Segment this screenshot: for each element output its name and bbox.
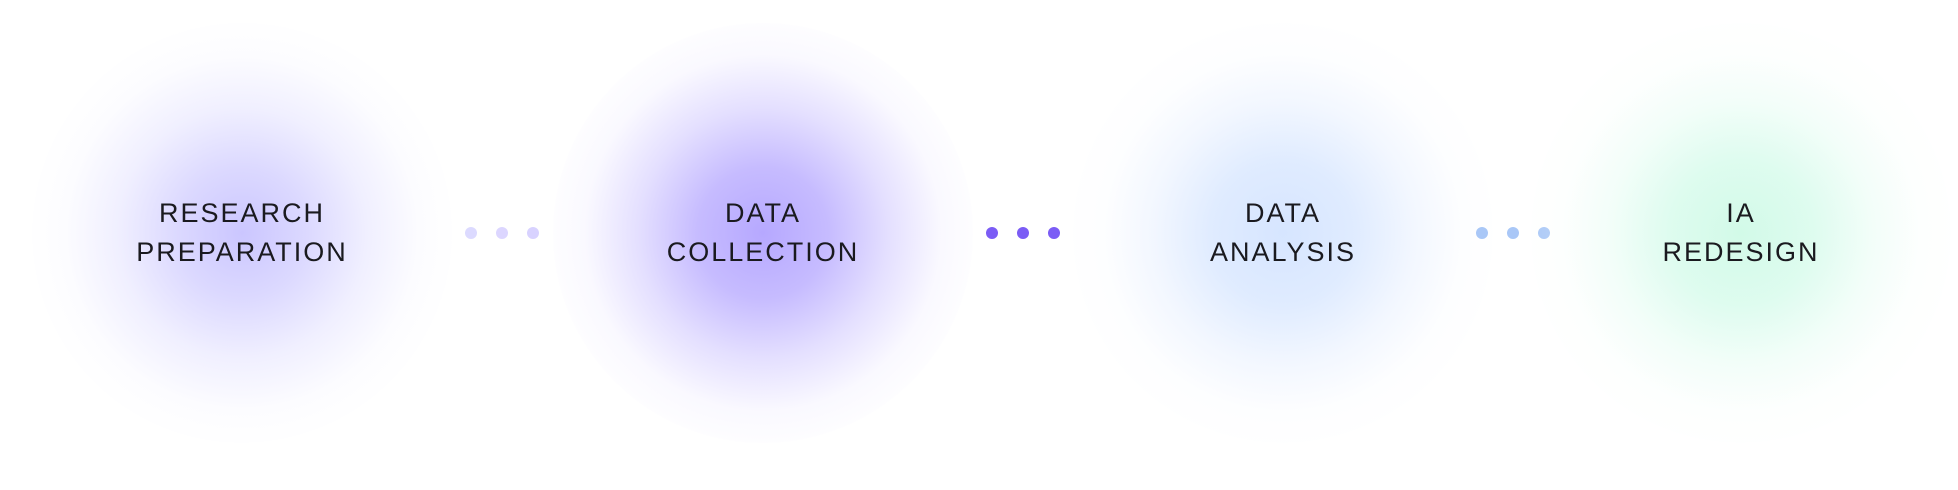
connector-dot <box>1017 227 1029 239</box>
step-label-line1: DATA <box>724 198 802 228</box>
step-label: IA REDESIGN <box>1662 194 1819 272</box>
step-label-line2: COLLECTION <box>666 237 860 267</box>
step-glow <box>32 23 452 443</box>
step-data-collection: DATA COLLECTION <box>553 23 973 443</box>
step-label-line2: PREPARATION <box>136 237 348 267</box>
step-glow <box>553 23 973 443</box>
connector-dot <box>465 227 477 239</box>
step-label-line2: REDESIGN <box>1662 237 1820 267</box>
connector-dot <box>1048 227 1060 239</box>
step-label-line1: RESEARCH <box>158 198 326 228</box>
step-label-line2: ANALYSIS <box>1209 237 1357 267</box>
step-label: DATA COLLECTION <box>667 194 860 272</box>
connector-dot <box>527 227 539 239</box>
connector-dot <box>1476 227 1488 239</box>
step-glow <box>1531 23 1951 443</box>
step-label: DATA ANALYSIS <box>1210 194 1356 272</box>
connector-dot <box>1507 227 1519 239</box>
connector-dots-1 <box>465 227 539 239</box>
step-label: RESEARCH PREPARATION <box>136 194 348 272</box>
connector-dot <box>496 227 508 239</box>
step-ia-redesign: IA REDESIGN <box>1531 23 1951 443</box>
step-label-line1: IA <box>1726 198 1756 228</box>
connector-dots-2 <box>986 227 1060 239</box>
step-label-line1: DATA <box>1244 198 1321 228</box>
step-data-analysis: DATA ANALYSIS <box>1073 23 1493 443</box>
step-research-preparation: RESEARCH PREPARATION <box>32 23 452 443</box>
connector-dot <box>986 227 998 239</box>
step-glow <box>1073 23 1493 443</box>
